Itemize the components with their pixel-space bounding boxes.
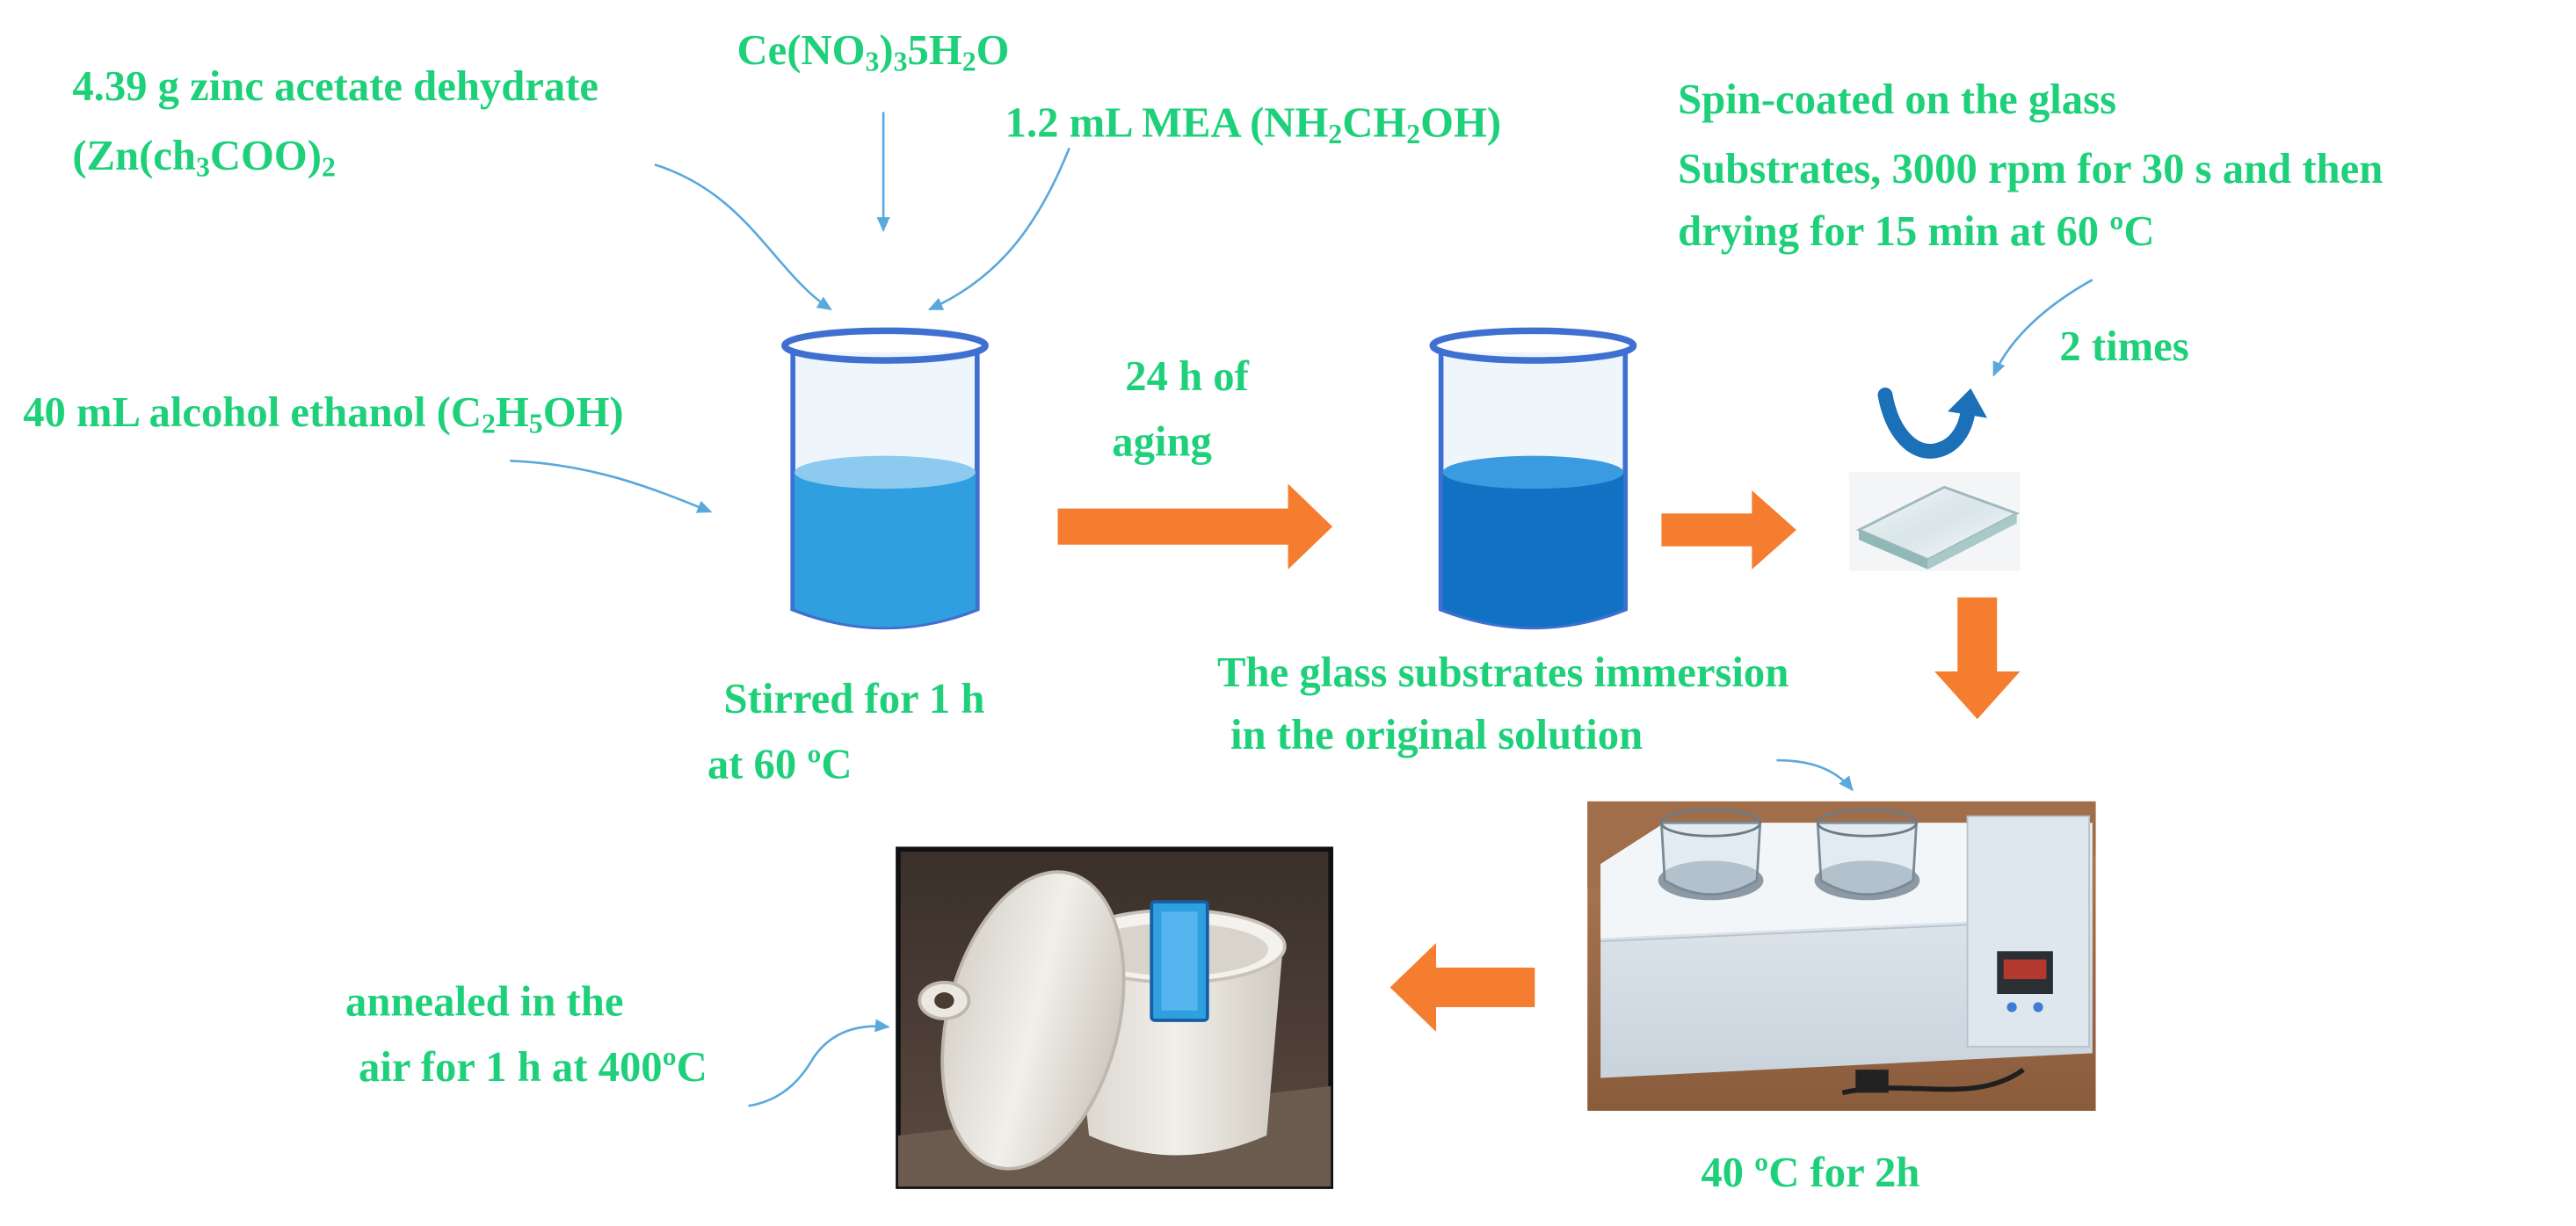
reagent-arrow-ethanol [510, 459, 713, 513]
reagent-arrow-mea [927, 148, 1070, 311]
water-bath-photo [1587, 801, 2096, 1111]
repeat-arrow [1992, 279, 2093, 377]
ethanol-label: 40 mL alcohol ethanol (C2H5OH) [23, 388, 624, 439]
crucible-photo [896, 846, 1334, 1189]
aging-label-line2: aging [1112, 417, 1212, 466]
bath-temperature-label: 40 ºC for 2h [1701, 1149, 1920, 1197]
cerium-nitrate-label: Ce(NO3)35H2O [737, 25, 1010, 78]
spin-coating-label-line3: drying for 15 min at 60 ºC [1678, 207, 2155, 256]
immersion-label-line2: in the original solution [1230, 710, 1644, 759]
process-arrow-spin [1661, 490, 1796, 569]
repeat-count-label: 2 times [2059, 323, 2189, 371]
beaker-icon [1429, 327, 1637, 630]
reagent-arrow-zinc [654, 163, 832, 311]
stirred-label: Stirred for 1 h [723, 674, 985, 723]
immersion-arrow [1776, 758, 1854, 792]
process-arrow-anneal [1390, 942, 1535, 1033]
immersion-label: The glass substrates immersion [1217, 648, 1789, 697]
spin-coating-label-line2: Substrates, 3000 rpm for 30 s and then [1678, 144, 2384, 193]
anneal-label-line2: air for 1 h at 400ºC [359, 1043, 707, 1092]
rotate-arrow-icon [1877, 387, 1988, 459]
mea-label: 1.2 mL MEA (NH2CH2OH) [1005, 98, 1502, 150]
anneal-arrow [748, 1019, 890, 1107]
aging-label: 24 h of [1125, 352, 1249, 401]
spin-coating-label: Spin-coated on the glass [1678, 76, 2117, 124]
anneal-label: annealed in the [345, 977, 624, 1026]
glass-slide-icon [1848, 472, 2021, 571]
beaker-icon [781, 327, 989, 630]
zinc-acetate-formula: (Zn(ch3COO)2 [72, 131, 336, 183]
stirred-temperature-label: at 60 ºC [707, 740, 853, 788]
process-arrow-aging [1057, 483, 1333, 569]
zinc-acetate-label: 4.39 g zinc acetate dehydrate [72, 62, 599, 111]
process-arrow-immersion [1934, 597, 2021, 720]
